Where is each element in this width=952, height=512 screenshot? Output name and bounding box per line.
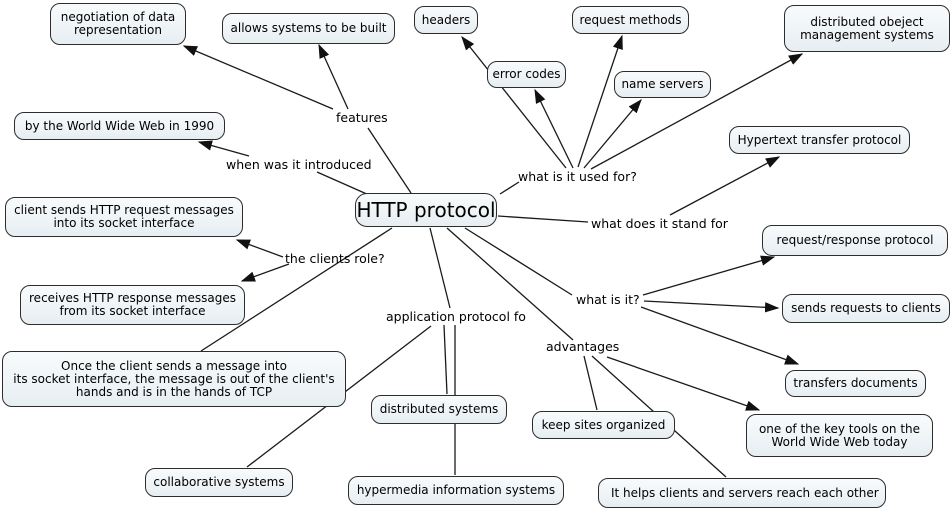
edge-when-www1990	[197, 140, 250, 157]
link-label-what-is-it[interactable]: what is it?	[576, 292, 640, 307]
node-negotiation-data-representation[interactable]: negotiation of data representation	[50, 3, 186, 45]
edge-usedfor-name-servers	[583, 99, 642, 169]
node-sends-requests-clients[interactable]: sends requests to clients	[782, 294, 950, 323]
edge-whatisit-sends-requests	[643, 300, 780, 313]
edge-features-allows	[318, 43, 349, 110]
edge-root-app-protocol	[429, 227, 451, 309]
node-request-methods[interactable]: request methods	[572, 6, 689, 34]
edge-usedfor-error-codes	[534, 88, 574, 169]
edge-usedfor-request-methods	[577, 34, 623, 168]
edge-root-advantages	[446, 227, 574, 341]
edge-advantages-keep-sites	[583, 355, 598, 411]
edge-root-features	[367, 127, 412, 194]
edge-usedfor-distributed-object	[590, 53, 804, 170]
edge-root-when-introduced	[316, 171, 370, 196]
link-label-application-protocol[interactable]: application protocol fo	[386, 309, 526, 324]
node-helps-clients-servers[interactable]: It helps clients and servers reach each …	[598, 478, 886, 508]
edge-role-receives	[240, 263, 290, 282]
node-once-client-sends[interactable]: Once the client sends a message into its…	[2, 351, 346, 407]
edge-features-negotiation	[182, 45, 334, 110]
edge-root-clients-role	[200, 227, 393, 352]
node-request-response-protocol[interactable]: request/response protocol	[762, 225, 948, 256]
link-label-what-stand-for[interactable]: what does it stand for	[591, 216, 728, 231]
edge-role-client-sends	[235, 239, 284, 258]
edge-standfor-hypertext	[669, 156, 781, 216]
link-label-when-introduced[interactable]: when was it introduced	[226, 157, 372, 172]
node-distributed-systems[interactable]: distributed systems	[371, 395, 507, 424]
edge-whatisit-request-response	[642, 255, 776, 296]
node-keep-sites-organized[interactable]: keep sites organized	[532, 411, 675, 439]
node-client-sends-request[interactable]: client sends HTTP request messages into …	[5, 197, 243, 237]
link-label-advantages[interactable]: advantages	[546, 339, 620, 354]
edge-advantages-key-tools	[606, 356, 761, 411]
node-receives-response[interactable]: receives HTTP response messages from its…	[20, 285, 245, 325]
edge-app-distributed-systems	[443, 324, 448, 395]
link-label-clients-role[interactable]: the clients role?	[285, 251, 385, 266]
node-error-codes[interactable]: error codes	[487, 61, 566, 88]
node-www-1990[interactable]: by the World Wide Web in 1990	[14, 112, 225, 140]
edge-root-used-for	[499, 181, 520, 195]
edge-root-stand-for	[497, 215, 589, 223]
node-transfers-documents[interactable]: transfers documents	[785, 370, 926, 397]
node-collaborative-systems[interactable]: collaborative systems	[145, 468, 293, 497]
link-label-features[interactable]: features	[336, 110, 388, 125]
node-http-protocol[interactable]: HTTP protocol	[355, 193, 497, 227]
edge-whatisit-transfers-docs	[640, 306, 800, 365]
node-name-servers[interactable]: name servers	[614, 71, 711, 98]
edge-root-what-is-it	[464, 227, 573, 296]
edge-usedfor-headers	[461, 35, 567, 169]
node-headers[interactable]: headers	[414, 6, 478, 34]
node-key-tools-www[interactable]: one of the key tools on the World Wide W…	[746, 414, 933, 457]
node-hypertext-transfer-protocol[interactable]: Hypertext transfer protocol	[729, 126, 910, 154]
link-label-what-used-for[interactable]: what is it used for?	[518, 169, 637, 184]
node-hypermedia-systems[interactable]: hypermedia information systems	[348, 476, 564, 505]
node-allows-systems-built[interactable]: allows systems to be built	[222, 13, 395, 44]
node-distributed-object-mgmt[interactable]: distributed obeject management systems	[784, 5, 950, 52]
